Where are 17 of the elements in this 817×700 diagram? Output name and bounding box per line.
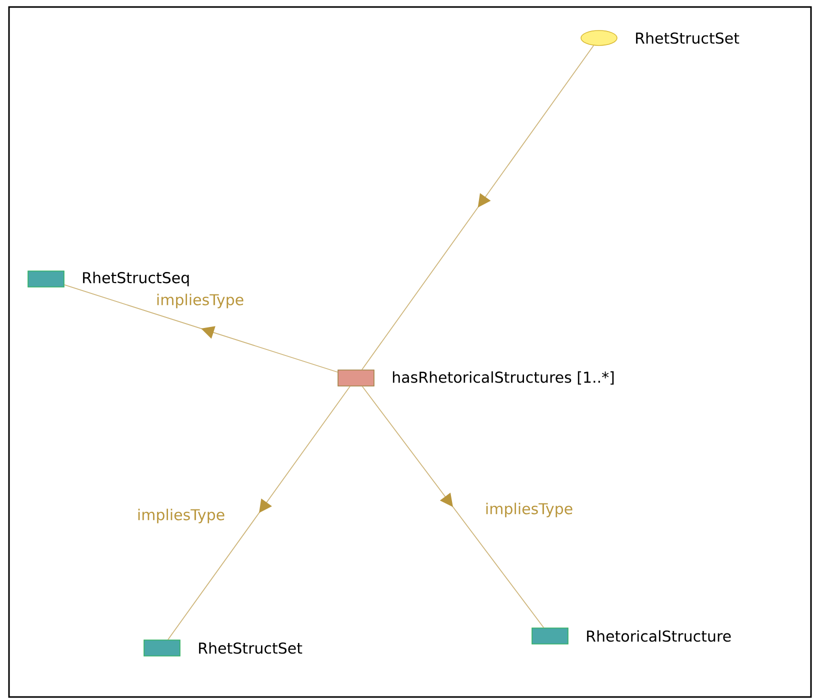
arrow bbox=[362, 45, 594, 370]
edge-label: impliesType bbox=[136, 508, 226, 524]
edge-label: impliesType bbox=[154, 292, 246, 310]
class-node: RhetStructSet bbox=[144, 640, 302, 656]
arrow bbox=[64, 284, 338, 373]
node-label: RhetStructSet bbox=[199, 642, 302, 654]
node-label: RhetStructSet bbox=[636, 32, 740, 44]
class-node: RhetoricalStructure bbox=[532, 628, 731, 644]
node-label: RhetoricalStructure bbox=[587, 630, 731, 642]
class-node: RhetStructSeq bbox=[28, 270, 189, 288]
arrow bbox=[168, 386, 350, 640]
node-label: RhetStructSeq bbox=[83, 272, 189, 286]
class-node: RhetStructSet bbox=[580, 30, 740, 46]
edge-label: impliesType bbox=[484, 502, 574, 518]
class-node: hasRhetoricalStructures [1..*] bbox=[338, 370, 614, 386]
node-label: hasRhetoricalStructures [1..*] bbox=[392, 371, 614, 385]
arrow bbox=[362, 386, 544, 628]
